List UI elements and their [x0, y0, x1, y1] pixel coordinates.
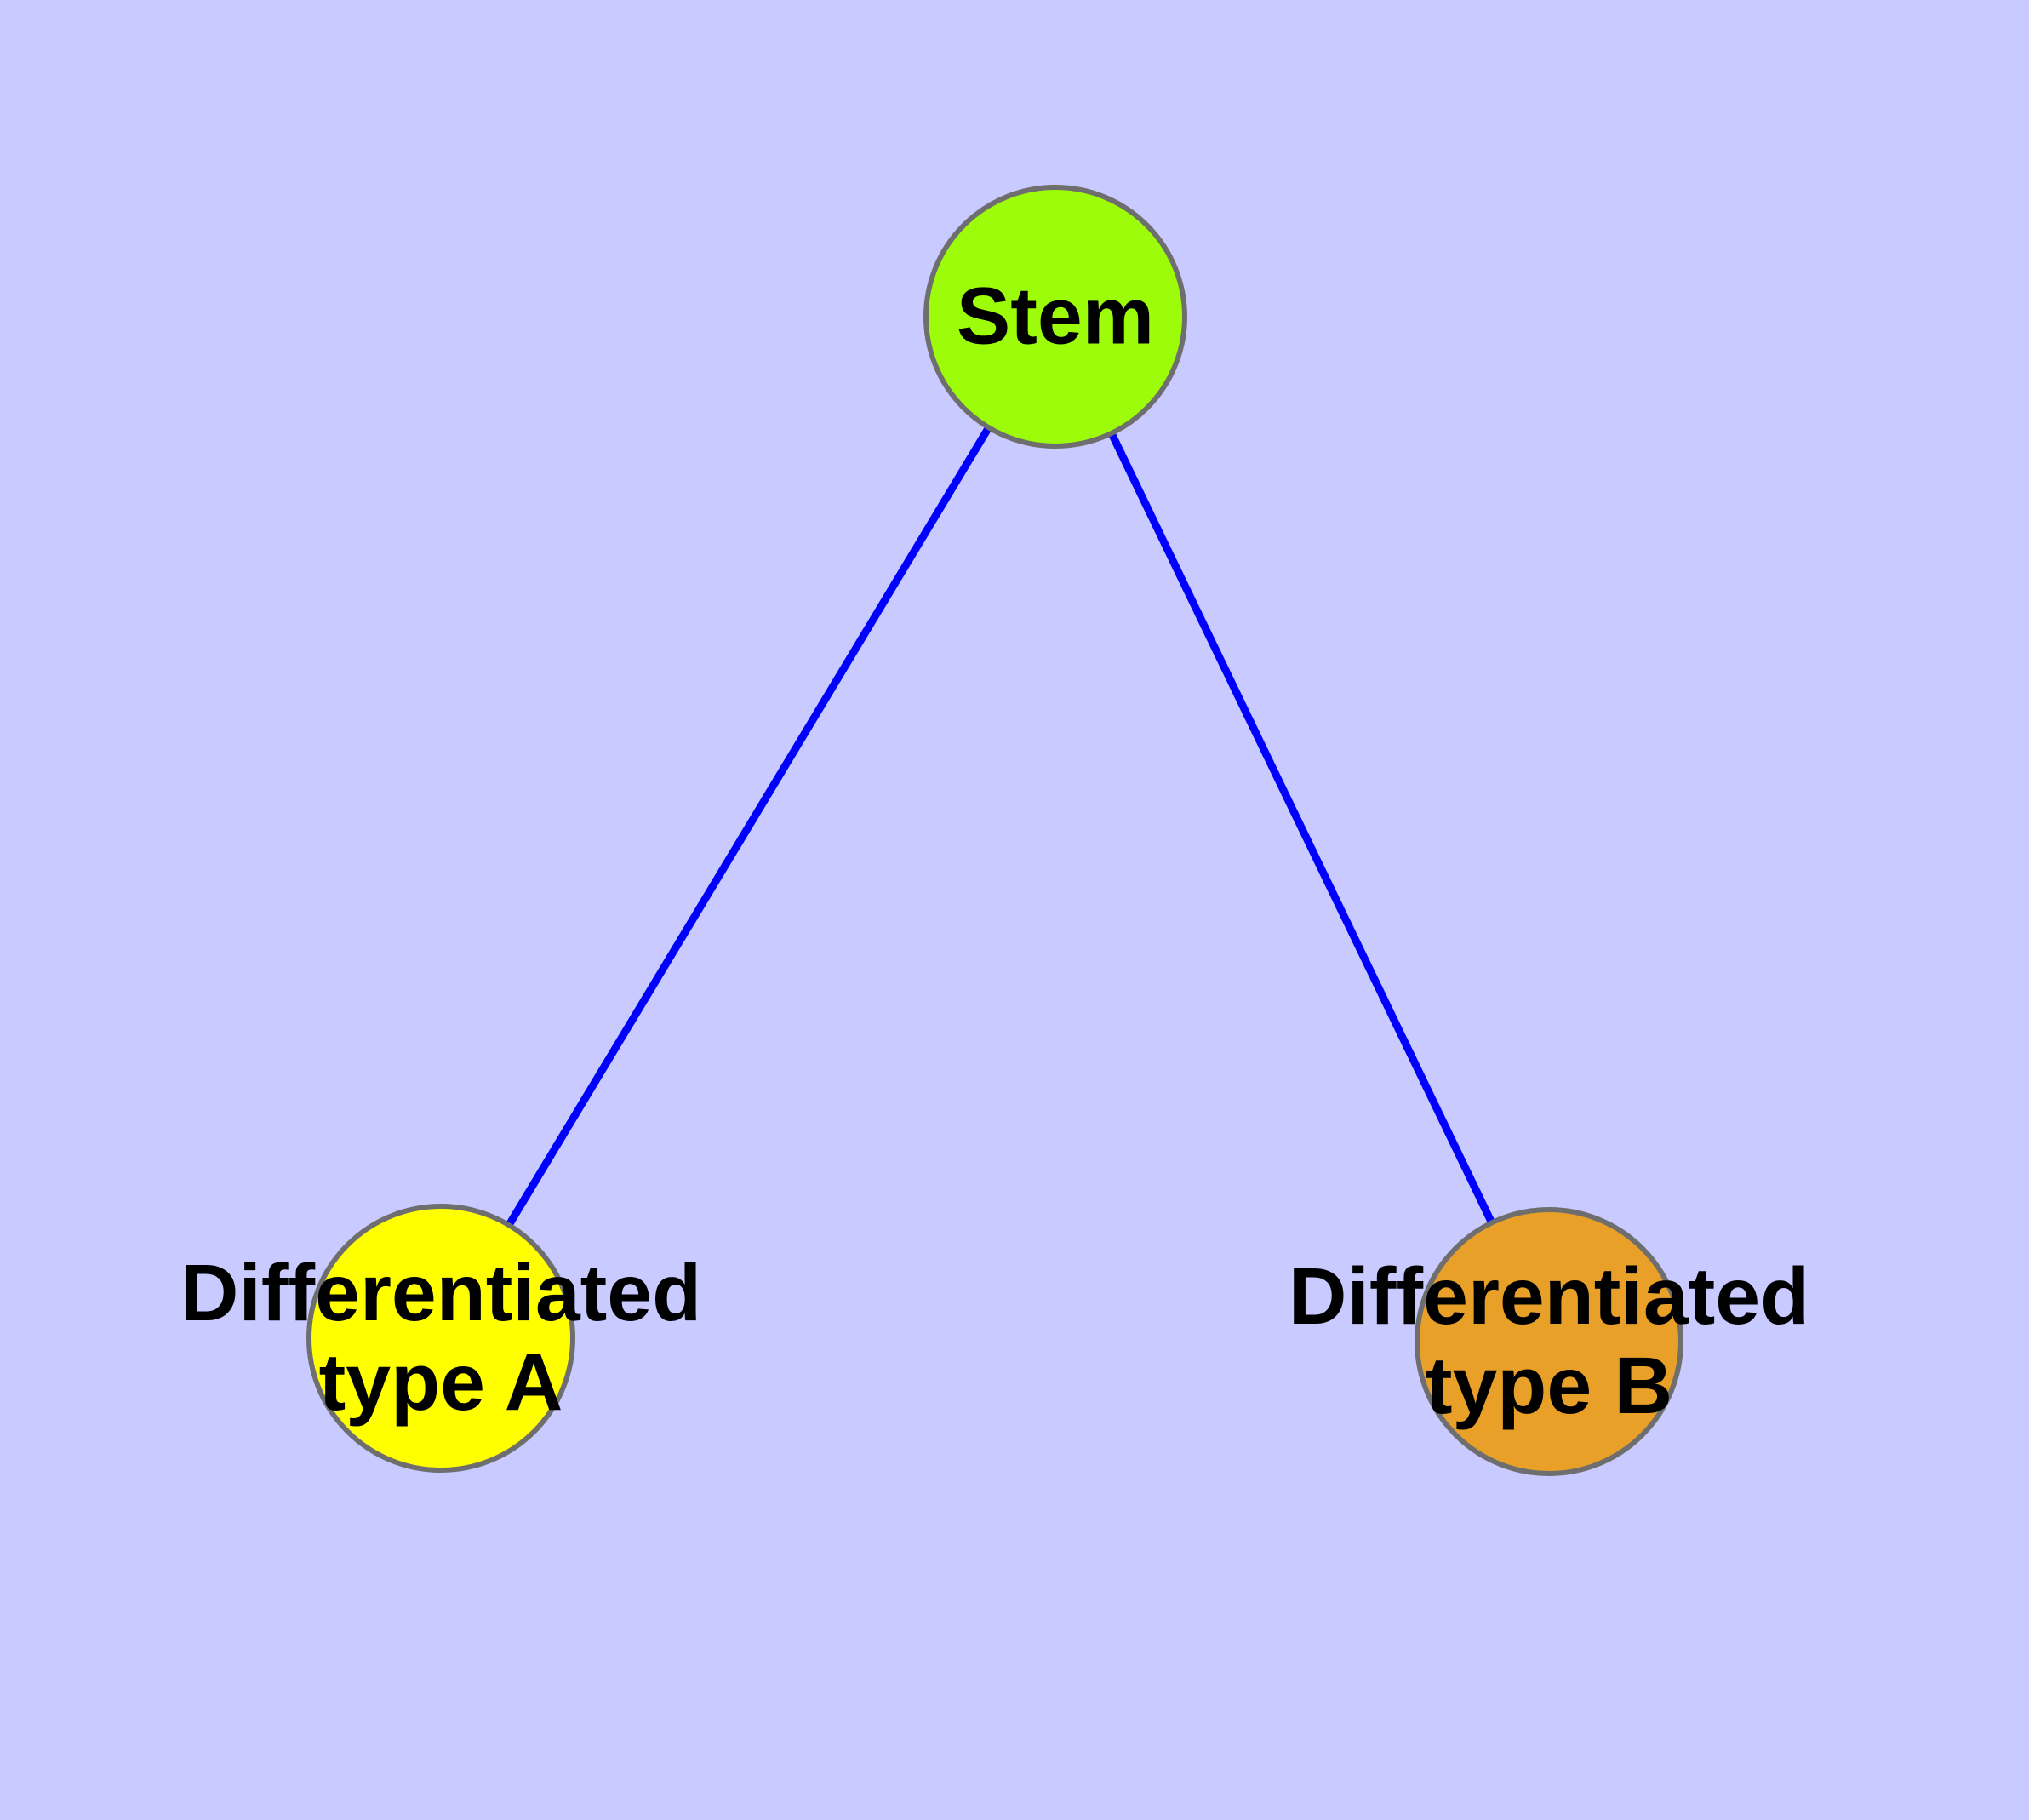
edge-layer — [437, 314, 1553, 1343]
edge-stem-to-type-b[interactable] — [1051, 315, 1553, 1343]
edge-stem-to-type-a[interactable] — [437, 314, 1059, 1341]
node-circle-stem[interactable] — [923, 185, 1187, 449]
node-circle-diff-type-b[interactable] — [1415, 1207, 1683, 1476]
node-circle-diff-type-a[interactable] — [306, 1204, 575, 1473]
node-layer — [306, 185, 1683, 1476]
